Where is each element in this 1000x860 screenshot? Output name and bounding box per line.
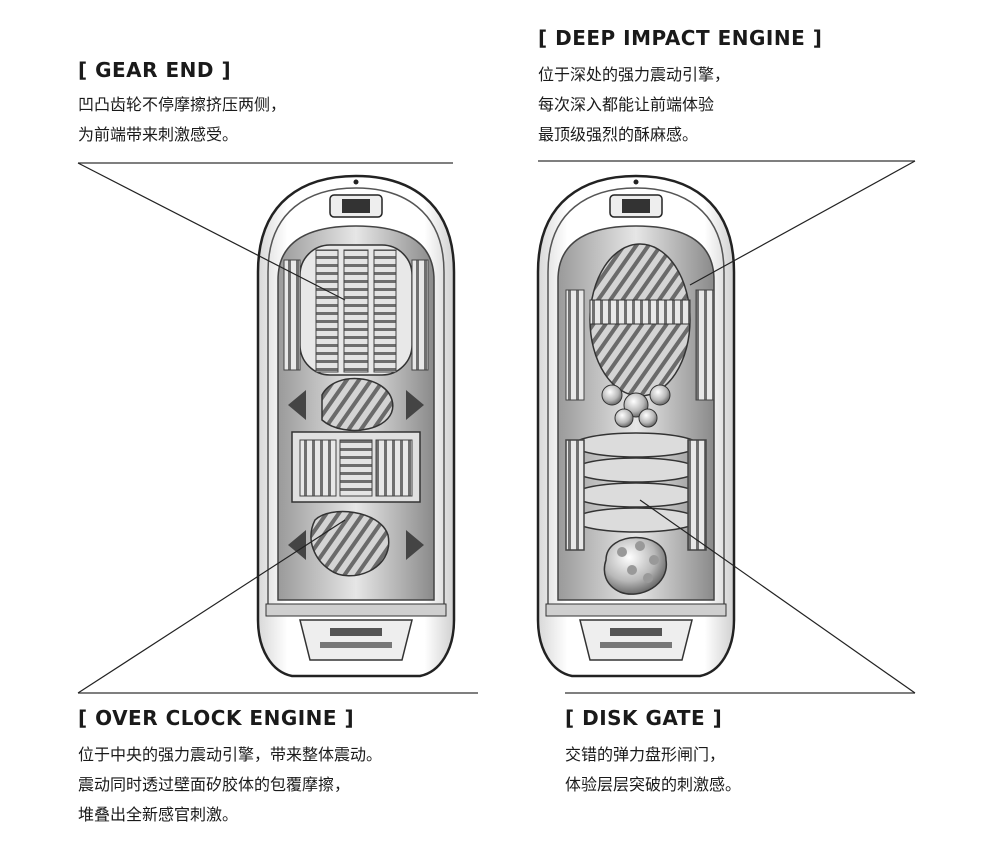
disk-gate-description: 交错的弹力盘形闸门， 体验层层突破的刺激感。 (565, 740, 741, 800)
disk-gate-title: [ DISK GATE ] (565, 706, 723, 730)
deep-impact-engine-part (565, 243, 715, 401)
gear-end-description: 凹凸齿轮不停摩擦挤压两侧， 为前端带来刺激感受。 (78, 90, 286, 150)
right-device-cutaway (536, 174, 736, 678)
left-device-cutaway (256, 174, 456, 678)
over-clock-line-2: 震动同时透过壁面矽胶体的包覆摩擦， (78, 775, 351, 794)
gear-end-title: [ GEAR END ] (78, 58, 232, 82)
gear-end-line-2: 为前端带来刺激感受。 (78, 125, 239, 144)
over-clock-line-3: 堆叠出全新感官刺激。 (78, 805, 239, 824)
over-clock-engine-part (288, 390, 424, 560)
deep-impact-line-1: 位于深处的强力震动引擎， (538, 65, 731, 84)
gear-end-part (283, 244, 429, 376)
disk-gate-line-1: 交错的弹力盘形闸门， (565, 745, 726, 764)
gear-end-leader (77, 162, 346, 301)
leader-lines (77, 160, 916, 694)
over-clock-engine-description: 位于中央的强力震动引擎，带来整体震动。 震动同时透过壁面矽胶体的包覆摩擦， 堆叠… (78, 740, 382, 830)
deep-impact-engine-title: [ DEEP IMPACT ENGINE ] (538, 26, 823, 50)
gear-end-line-1: 凹凸齿轮不停摩擦挤压两侧， (78, 95, 287, 114)
over-clock-engine-title: [ OVER CLOCK ENGINE ] (78, 706, 355, 730)
disk-gate-part (565, 432, 707, 551)
deep-impact-line-2: 每次深入都能让前端体验 (538, 95, 715, 114)
disk-gate-line-2: 体验层层突破的刺激感。 (565, 775, 742, 794)
over-clock-line-1: 位于中央的强力震动引擎，带来整体震动。 (78, 745, 383, 764)
disk-gate-leader (639, 499, 916, 694)
callout-rules (78, 160, 915, 694)
deep-impact-leader (689, 160, 916, 286)
deep-impact-engine-description: 位于深处的强力震动引擎， 每次深入都能让前端体验 最顶级强烈的酥麻感。 (538, 60, 730, 150)
deep-impact-line-3: 最顶级强烈的酥麻感。 (538, 125, 699, 144)
over-clock-leader (77, 519, 346, 694)
